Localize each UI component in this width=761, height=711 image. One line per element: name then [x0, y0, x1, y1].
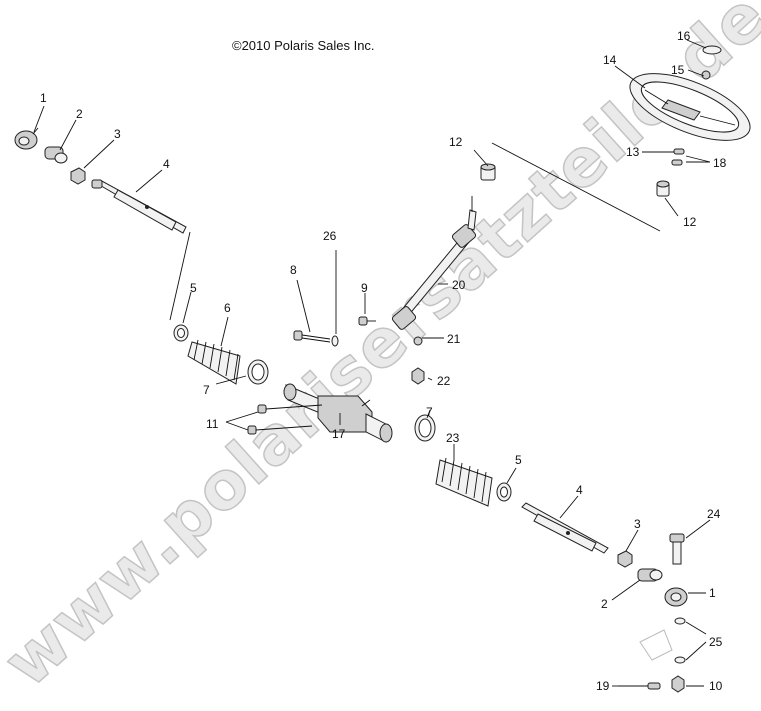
- bellows-right: [435, 457, 493, 507]
- cotter-pin-19: [618, 682, 661, 690]
- callout-5-right: 5: [515, 453, 522, 467]
- steering-rack-housing: [283, 383, 393, 443]
- callout-8: 8: [290, 263, 297, 277]
- steering-wheel: [629, 73, 751, 141]
- callout-labels: 1 2 3 4 5 6 7 8 9 26 11 17 12 20 21 22 1…: [40, 29, 727, 693]
- callout-24: 24: [707, 507, 721, 521]
- nut-15: [701, 70, 711, 80]
- seal-ring-left: [247, 359, 269, 385]
- callout-19: 19: [596, 679, 610, 693]
- callout-11: 11: [206, 417, 219, 431]
- jam-nut-left: [70, 167, 86, 185]
- callout-22: 22: [437, 374, 451, 388]
- bolt-22: [411, 367, 425, 385]
- spindle-bracket: [639, 629, 673, 661]
- callout-5: 5: [190, 281, 197, 295]
- callout-12-lower: 12: [683, 215, 697, 229]
- steering-shaft: [391, 196, 477, 330]
- callout-17: 17: [332, 427, 346, 441]
- fastener-13-18: [671, 148, 685, 166]
- callout-2-right: 2: [601, 597, 608, 611]
- callout-13: 13: [626, 145, 640, 159]
- callout-3-right: 3: [634, 517, 641, 531]
- nut-10: [671, 675, 685, 693]
- callout-15: 15: [671, 63, 685, 77]
- callout-2: 2: [76, 107, 83, 121]
- callout-18: 18: [713, 156, 727, 170]
- bolt-8: [293, 330, 331, 343]
- callout-25: 25: [709, 635, 723, 649]
- tie-rod-left: [91, 179, 187, 234]
- tie-rod-end-right: [637, 568, 663, 582]
- callout-7: 7: [203, 383, 210, 397]
- copyright-text: ©2010 Polaris Sales Inc.: [232, 38, 375, 53]
- tie-rod-right: [521, 502, 609, 554]
- callout-9: 9: [361, 281, 368, 295]
- callout-4: 4: [163, 157, 170, 171]
- callout-21: 21: [447, 332, 461, 346]
- callout-12-upper: 12: [449, 135, 463, 149]
- tie-rod-end-left: [14, 127, 39, 150]
- boot-clamp-left: [44, 146, 68, 164]
- washers-25: [674, 617, 686, 664]
- callout-23: 23: [446, 431, 460, 445]
- leader-lines: [33, 39, 711, 687]
- callout-16: 16: [677, 29, 691, 43]
- mount-bolt-upper: [257, 404, 323, 414]
- tie-rod-end-right-1: [664, 587, 688, 607]
- callout-6: 6: [224, 301, 231, 315]
- ring-right: [496, 482, 512, 502]
- bushing-lower-12: [656, 180, 670, 197]
- callout-3: 3: [114, 127, 121, 141]
- callout-20: 20: [452, 278, 466, 292]
- washer-26: [331, 335, 339, 347]
- jam-nut-right: [617, 550, 633, 568]
- callout-7-right: 7: [426, 405, 433, 419]
- callout-14: 14: [603, 53, 617, 67]
- bushing-upper-12: [480, 163, 496, 181]
- bolt-9: [358, 316, 376, 326]
- nut-21: [413, 336, 423, 346]
- callout-4-right: 4: [576, 483, 583, 497]
- callout-1-right: 1: [709, 586, 716, 600]
- seal-ring-right: [414, 414, 436, 442]
- callout-10: 10: [709, 679, 723, 693]
- callout-26: 26: [323, 229, 337, 243]
- cap-16: [702, 45, 722, 55]
- ring-left: [173, 324, 189, 342]
- bolt-24: [669, 533, 685, 565]
- bellows-left: [187, 339, 241, 385]
- callout-1: 1: [40, 91, 47, 105]
